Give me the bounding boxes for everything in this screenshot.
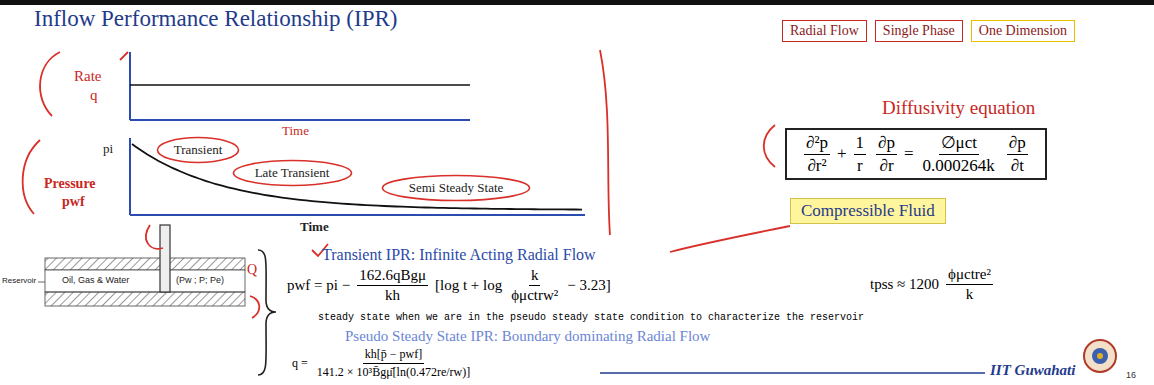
- fraction: kh[p̄ − pwf]141.2 × 10³B̄gμ̄[ln(0.472re/…: [315, 347, 472, 380]
- equation-term: =: [904, 144, 914, 164]
- brace: [258, 250, 276, 375]
- tag-box: Single Phase: [875, 20, 963, 42]
- wellbore: [160, 225, 170, 292]
- highlight-box: Compressible Fluid: [790, 198, 946, 224]
- axis-label: pwf: [62, 194, 85, 210]
- slide-number: 16: [1126, 370, 1136, 380]
- footer-rule: [600, 372, 985, 374]
- fraction: ϕμctre²k: [946, 266, 993, 303]
- annotation-ellipse: Late Transient: [232, 159, 353, 187]
- equation-term: +: [837, 144, 847, 164]
- fraction: ∂p∂r: [876, 133, 897, 176]
- numerator: ∅μct: [939, 132, 979, 155]
- section-heading: Transient IPR: Infinite Acting Radial Fl…: [322, 246, 596, 264]
- equation: tpss ≈ 1200 ϕμctre²k: [868, 266, 998, 303]
- reservoir-illustration: [38, 225, 245, 306]
- section-heading: Pseudo Steady State IPR: Boundary domina…: [345, 328, 710, 345]
- top-bar: [0, 0, 1154, 5]
- numerator: k: [529, 267, 541, 286]
- rate-line: [130, 84, 470, 86]
- ellipse-text: Semi Steady State: [408, 180, 505, 196]
- numerator: ∂p: [1007, 133, 1028, 155]
- tag-text: Single Phase: [883, 23, 955, 38]
- ellipse-text: Transient: [173, 142, 224, 158]
- fraction: ∂p∂t: [1007, 133, 1028, 176]
- denominator: r: [855, 155, 865, 176]
- subtitle-overlay: steady state when we are in the pseudo s…: [318, 312, 864, 324]
- numerator: kh[p̄ − pwf]: [363, 347, 424, 364]
- denominator: ∂r: [878, 155, 896, 176]
- denominator: 141.2 × 10³B̄gμ̄[ln(0.472re/rw)]: [315, 364, 472, 380]
- equation-term: tpss ≈ 1200: [870, 276, 939, 293]
- hand-annotations: [23, 50, 790, 318]
- pressure-chart: [130, 138, 585, 215]
- denominator: 0.000264k: [921, 155, 997, 176]
- axis-label: pi: [103, 142, 113, 157]
- ellipse-outline: [383, 176, 530, 201]
- fraction: 1r: [854, 133, 867, 176]
- equation-box: Diffusivity equation∂²p∂r²+1r∂p∂r=∅μct0.…: [785, 128, 1047, 180]
- denominator: ϕμctrw²: [509, 286, 560, 304]
- numerator: ϕμctre²: [946, 266, 993, 285]
- institute-name: IIT Guwahati: [990, 362, 1075, 379]
- numerator: 162.6qBgμ: [357, 267, 428, 286]
- tag-box: Radial Flow: [782, 20, 867, 42]
- annotation-ellipse: Transient: [156, 136, 240, 164]
- denominator: ∂t: [1009, 155, 1026, 176]
- hand-note: Q: [247, 262, 257, 278]
- tag-text: Radial Flow: [790, 23, 859, 38]
- axis-label: Pressure: [44, 176, 96, 192]
- denominator: k: [964, 285, 976, 303]
- part-label: Oil, Gas & Water: [62, 275, 129, 285]
- axis-label: q: [90, 87, 98, 104]
- numerator: ∂²p: [804, 133, 830, 155]
- slide-title: Inflow Performance Relationship (IPR): [34, 6, 397, 32]
- axis-label: Time: [282, 124, 309, 139]
- ellipse-outline: [158, 138, 239, 163]
- denominator: ∂r²: [805, 155, 828, 176]
- institute-logo: [1084, 340, 1116, 372]
- numerator: 1: [854, 133, 867, 155]
- numerator: ∂p: [876, 133, 897, 155]
- equation-term: − 3.23]: [567, 277, 610, 294]
- part-label: Reservoir: [2, 276, 36, 285]
- diffusivity-equation: ∂²p∂r²+1r∂p∂r=∅μct0.000264k∂p∂t: [799, 132, 1033, 176]
- ellipse-text: Late Transient: [254, 165, 331, 181]
- equation: q = kh[p̄ − pwf]141.2 × 10³B̄gμ̄[ln(0.472…: [290, 347, 477, 380]
- part-label: (Pw ; P; Pe): [176, 275, 224, 285]
- equation-term: pwf = pi −: [287, 277, 350, 294]
- ellipse-outline: [233, 161, 351, 186]
- fraction: ∅μct0.000264k: [921, 132, 997, 176]
- equation-term: [log t + log: [435, 277, 502, 294]
- denominator: kh: [383, 286, 402, 304]
- fraction: kϕμctrw²: [509, 267, 560, 304]
- annotation-ellipse: Semi Steady State: [381, 174, 531, 202]
- rate-chart: [130, 52, 470, 120]
- fraction: ∂²p∂r²: [804, 133, 830, 176]
- tag-text: One Dimension: [979, 23, 1067, 38]
- equation: pwf = pi − 162.6qBgμkh [log t + log kϕμctrw…: [285, 267, 613, 304]
- axis-label: Rate: [74, 68, 102, 85]
- fraction: 162.6qBgμkh: [357, 267, 428, 304]
- tag-box: One Dimension: [971, 20, 1075, 42]
- equation-term: q =: [292, 356, 308, 371]
- highlight-text: Compressible Fluid: [801, 201, 935, 220]
- axis-label: Time: [300, 220, 329, 235]
- equation-heading: Diffusivity equation: [882, 97, 1035, 119]
